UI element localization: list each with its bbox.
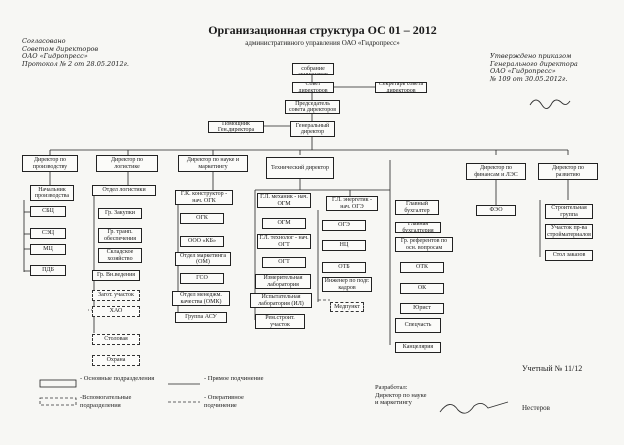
unit-sec: СЭЦ <box>30 228 66 239</box>
unit-kb: ООО «КБ» <box>180 236 224 247</box>
unit-security: Охрана <box>92 355 140 366</box>
head-finance: Директор по финансам и ЛЭС <box>466 163 526 180</box>
legend-operative: - Оперативное подчинение <box>204 394 244 409</box>
developer-block: Разработал: Директор по науке и маркетин… <box>375 384 427 406</box>
unit-construction: Строительная группа <box>545 204 593 219</box>
unit-materials: Участок пр-ва стройматериалов <box>545 224 593 239</box>
unit-marketing: Отдел маркетинга (ОМ) <box>175 252 231 266</box>
unit-warehouse: Складское хозяйство <box>98 248 142 263</box>
unit-orders: Стол заказов <box>545 250 593 261</box>
ceo-assistant-box: Помощник Ген.директора <box>208 121 264 133</box>
board-secretary-box: Секретарь совета директоров <box>375 82 427 93</box>
unit-otk: ОТК <box>400 262 444 273</box>
legend-aux-units: -Вспомогательные подразделения <box>80 394 132 409</box>
head-production: Директор по производству <box>22 155 78 172</box>
unit-chief-designer: Г.К. конструктор - нач. ОГК <box>175 190 233 205</box>
unit-oge: ОГЭ <box>322 220 366 231</box>
developer-name: Нестеров <box>522 404 550 412</box>
unit-quality: Отдел менеджм. качества (ОМК) <box>172 291 230 306</box>
unit-accounting: Главная бухгалтерия <box>395 222 441 233</box>
unit-transport: Гр. транп. обеспечения <box>98 228 142 243</box>
unit-sbc: СБЦ <box>30 206 66 217</box>
unit-referents: Гр. референтов по осн. вопросам <box>395 237 453 252</box>
unit-otb: ОТБ <box>322 262 366 273</box>
unit-chief-accountant: Главный бухгалтер <box>395 200 439 215</box>
legend-direct: - Прямое подчинение <box>204 375 264 382</box>
legend-main-units: - Основные подразделения <box>80 375 155 382</box>
unit-procurement-site: Загот. участок <box>92 290 140 301</box>
unit-mc: МЦ <box>30 244 66 255</box>
board-box: Совет директоров <box>292 82 334 93</box>
approval-left: Согласовано Советом директоров ОАО «Гидр… <box>22 37 129 68</box>
unit-nc: НЦ <box>322 240 366 251</box>
head-logistics: Директор по логистике <box>96 155 158 172</box>
unit-hao: ХАО <box>92 306 140 317</box>
unit-gso: ГСО <box>180 273 224 284</box>
unit-ogm: ОГМ <box>262 218 306 229</box>
unit-hr-trainer: Инженер по подг. кадров <box>322 277 372 292</box>
unit-testing-lab: Испытательная лаборатория (ИЛ) <box>250 293 312 308</box>
unit-measurement-lab: Измерительная лаборатория <box>255 274 311 289</box>
unit-office: Канцелярия <box>395 342 441 353</box>
unit-feo: ФЭО <box>476 205 516 216</box>
board-chairman-box: Председатель совета директоров <box>285 100 340 114</box>
unit-ogt: ОГТ <box>262 257 306 268</box>
unit-ok: ОК <box>400 283 444 294</box>
ceo-box: Генеральный директор <box>290 121 335 137</box>
unit-chief-power: Г.Л. энергетик - нач. ОГЭ <box>326 196 378 211</box>
unit-pdb: ПДБ <box>30 265 66 276</box>
head-science: Директор по науке и маркетингу <box>178 155 248 172</box>
approval-right: Утверждено приказом Генерального директо… <box>490 52 578 83</box>
page-subtitle: административного управления ОАО «Гидроп… <box>245 39 400 47</box>
unit-asu: Группа АСУ <box>175 312 227 323</box>
unit-special: Спецчасть <box>395 318 441 333</box>
account-number: Учетный № 11/12 <box>522 364 583 373</box>
unit-logistics-dept: Отдел логистики <box>92 185 156 196</box>
page-title: Организационная структура ОС 01 – 2012 <box>208 23 437 37</box>
unit-ogk: ОГК <box>180 213 224 224</box>
unit-production-chief: Начальник производства <box>30 185 74 201</box>
shareholders-box: Общее собрание акционеров <box>292 63 334 75</box>
unit-purchasing: Гр. Закупки <box>98 208 142 219</box>
unit-lawyer: Юрист <box>400 303 444 314</box>
head-development: Директор по развитию <box>538 163 598 180</box>
unit-chief-technologist: Г.Л. технолог - нач. ОГТ <box>257 234 311 249</box>
unit-internal: Гр. Вн.ведения <box>92 270 140 281</box>
unit-canteen: Столовая <box>92 334 140 345</box>
unit-chief-mechanic: Г.Л. механик - нач. ОГМ <box>257 193 311 208</box>
head-technical: Технический директор <box>266 157 334 179</box>
signature-right <box>529 99 571 109</box>
unit-repair-site: Рем.строит. участок <box>255 314 305 329</box>
signature-bottom <box>439 401 509 414</box>
unit-medpoint: Медпункт <box>330 302 364 312</box>
